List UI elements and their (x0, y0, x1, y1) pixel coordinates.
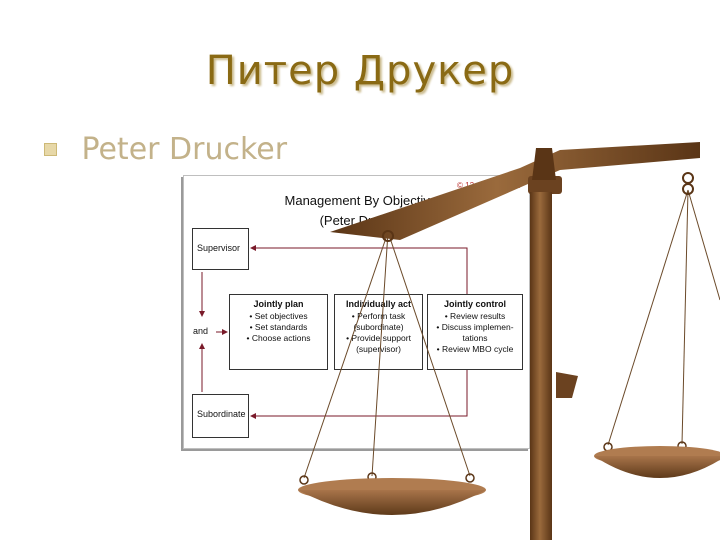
bullet-text: Peter Drucker (81, 132, 288, 167)
step-individually-act: Individually act • Perform task (subordi… (334, 294, 423, 370)
step-item: • Discuss implemen- (436, 322, 514, 332)
slide-title: Питер Друкер (205, 48, 515, 94)
step-heading: Individually act (345, 299, 412, 309)
bullet-item: Peter Drucker (44, 132, 287, 167)
step-item: • Perform task (351, 311, 406, 321)
step-heading: Jointly control (443, 299, 506, 309)
step-item: • Provide support (346, 333, 411, 343)
step-item: (subordinate) (353, 322, 404, 332)
step-item: • Choose actions (246, 333, 311, 343)
step-item: (supervisor) (356, 344, 401, 354)
step-item: • Review results (444, 311, 506, 321)
step-item: • Review MBO cycle (436, 344, 514, 354)
step-jointly-plan: Jointly plan • Set objectives • Set stan… (229, 294, 328, 370)
mbo-diagram: © 12manage.com Management By Objectives … (183, 175, 530, 449)
feedback-arrow-bottom (250, 370, 468, 419)
square-bullet-icon (44, 143, 57, 156)
supervisor-box: Supervisor (192, 228, 249, 270)
step-item: • Set objectives (249, 311, 308, 321)
subordinate-box: Subordinate (192, 394, 249, 438)
step-jointly-control: Jointly control • Review results • Discu… (427, 294, 523, 370)
feedback-arrow-top (250, 245, 468, 294)
step-item: tations (462, 333, 488, 343)
and-label: and (193, 326, 209, 336)
step-item: • Set standards (249, 322, 308, 332)
step-heading: Jointly plan (253, 299, 304, 309)
